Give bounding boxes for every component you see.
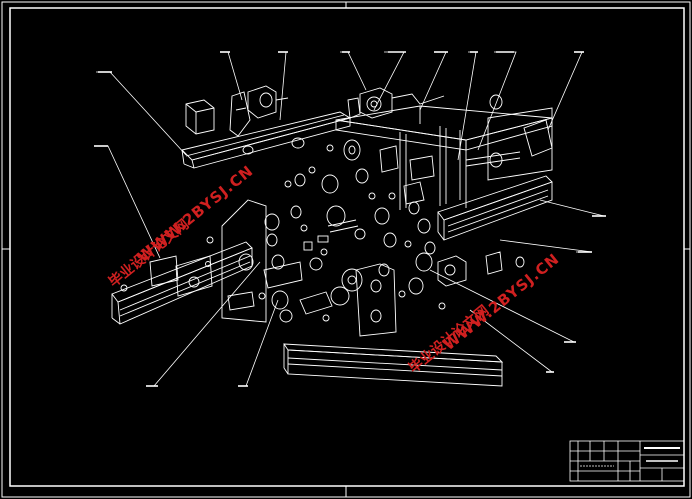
lower-right-rail xyxy=(437,175,553,241)
label-stubs xyxy=(94,51,606,387)
stepper-motor-left xyxy=(185,99,215,135)
title-block xyxy=(569,440,685,482)
central-parts xyxy=(290,139,436,315)
leader-lines xyxy=(94,51,605,387)
top-motor xyxy=(347,87,445,119)
left-side-plate xyxy=(221,199,303,323)
right-side-plate xyxy=(355,263,397,337)
fasteners xyxy=(120,144,446,322)
stepper-motor-center xyxy=(247,85,289,119)
motor-bracket-left xyxy=(229,91,251,137)
exploded-assembly xyxy=(111,85,553,387)
bottom-rail xyxy=(283,343,504,387)
upper-rail xyxy=(181,111,352,169)
right-lower-bracket xyxy=(437,251,525,287)
main-frame xyxy=(335,94,553,210)
